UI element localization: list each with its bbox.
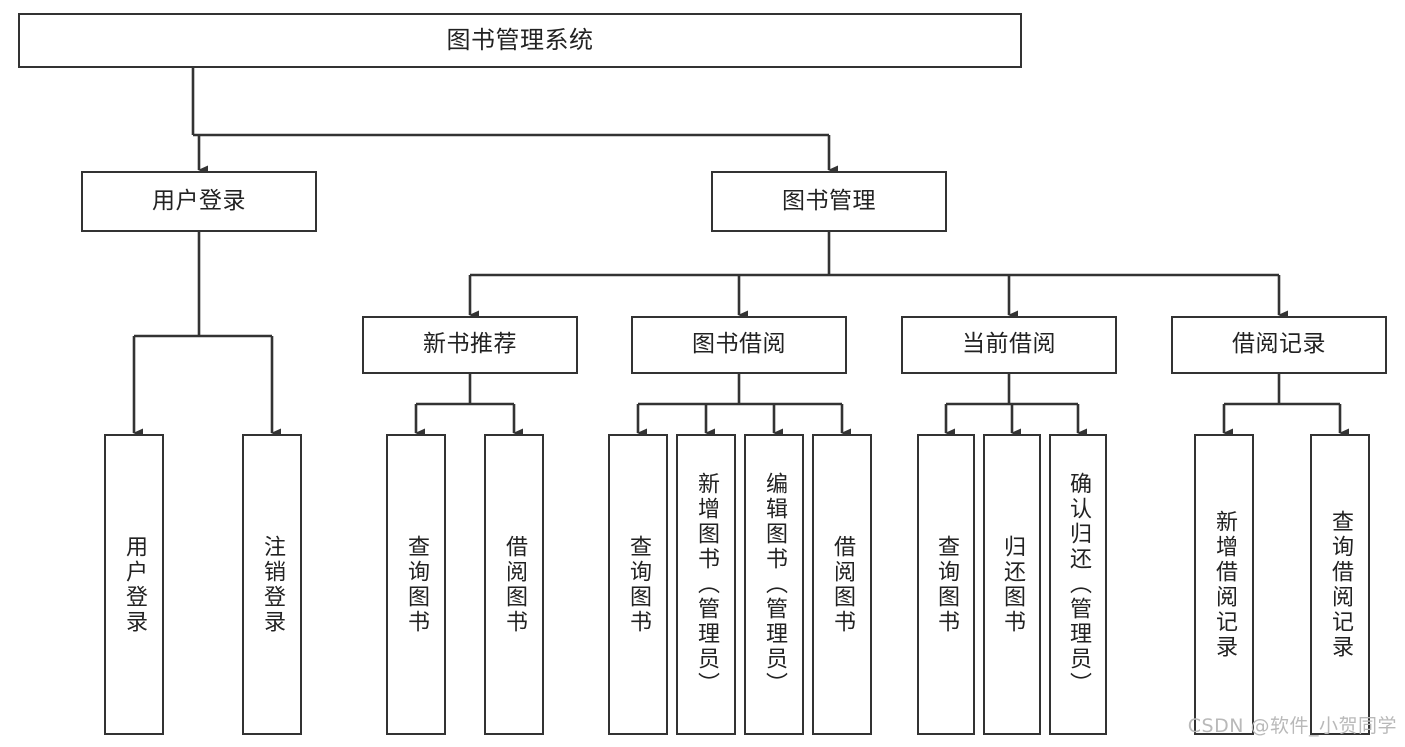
node-login[interactable]: 用户登录 — [81, 171, 317, 232]
node-label: 借阅图书 — [830, 534, 855, 635]
node-label: 查询图书 — [934, 534, 959, 635]
node-label: 用户登录 — [152, 187, 246, 214]
node-leaf-nb-query[interactable]: 查询图书 — [386, 434, 446, 735]
node-leaf-rec-add[interactable]: 新增借阅记录 — [1194, 434, 1254, 735]
edge-layer — [132, 68, 1349, 438]
node-leaf-bw-borrow[interactable]: 借阅图书 — [812, 434, 872, 735]
node-label: 当前借阅 — [962, 331, 1056, 358]
node-records[interactable]: 借阅记录 — [1171, 316, 1387, 374]
node-bookmgmt[interactable]: 图书管理 — [711, 171, 947, 232]
node-label: 新书推荐 — [423, 331, 517, 358]
node-leaf-bw-add[interactable]: 新增图书（管理员） — [676, 434, 736, 735]
node-label: 图书管理 — [782, 187, 876, 214]
node-label: 借阅图书 — [502, 534, 527, 635]
node-leaf-cur-query[interactable]: 查询图书 — [917, 434, 975, 735]
node-label: 借阅记录 — [1232, 331, 1326, 358]
node-label: 用户登录 — [122, 534, 147, 635]
node-leaf-user-login[interactable]: 用户登录 — [104, 434, 164, 735]
node-label: 注销登录 — [260, 534, 285, 635]
node-label: 图书管理系统 — [446, 26, 594, 55]
node-root[interactable]: 图书管理系统 — [18, 13, 1022, 68]
node-label: 查询借阅记录 — [1328, 509, 1353, 660]
node-leaf-bw-edit[interactable]: 编辑图书（管理员） — [744, 434, 804, 735]
node-borrow[interactable]: 图书借阅 — [631, 316, 847, 374]
node-label: 新增图书（管理员） — [694, 472, 719, 697]
csdn-watermark: CSDN @软件_小贺同学 — [1187, 715, 1397, 737]
node-label: 图书借阅 — [692, 331, 786, 358]
node-label: 新增借阅记录 — [1212, 509, 1237, 660]
node-leaf-cur-return[interactable]: 归还图书 — [983, 434, 1041, 735]
node-label: 查询图书 — [404, 534, 429, 635]
node-leaf-user-logout[interactable]: 注销登录 — [242, 434, 302, 735]
node-leaf-bw-query[interactable]: 查询图书 — [608, 434, 668, 735]
node-label: 查询图书 — [626, 534, 651, 635]
node-leaf-nb-borrow[interactable]: 借阅图书 — [484, 434, 544, 735]
node-label: 归还图书 — [1000, 534, 1025, 635]
node-leaf-cur-confirm[interactable]: 确认归还（管理员） — [1049, 434, 1107, 735]
node-label: 确认归还（管理员） — [1066, 472, 1091, 697]
node-newbook[interactable]: 新书推荐 — [362, 316, 578, 374]
node-leaf-rec-query[interactable]: 查询借阅记录 — [1310, 434, 1370, 735]
node-current[interactable]: 当前借阅 — [901, 316, 1117, 374]
node-label: 编辑图书（管理员） — [762, 472, 787, 697]
